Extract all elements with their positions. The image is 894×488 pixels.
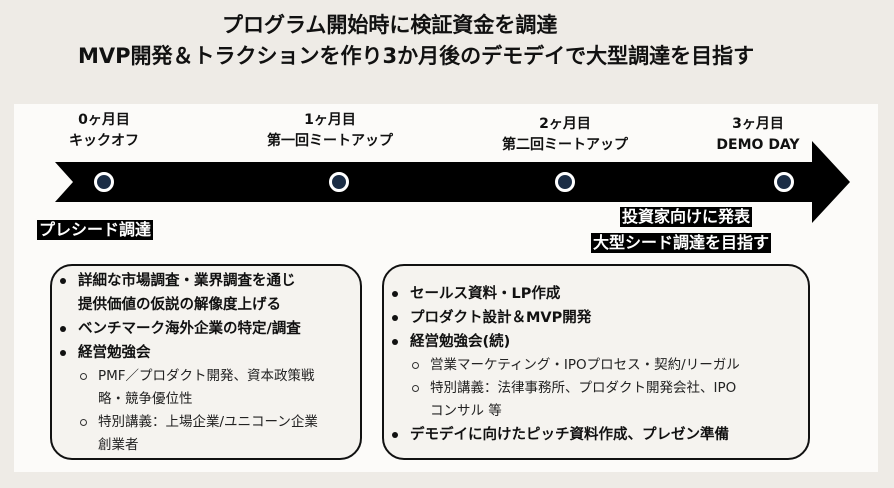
phase1-activities-box: 詳細な市場調査・業界調査を通じ 提供価値の仮説の解像度上げる ベンチマーク海外企… bbox=[50, 264, 362, 460]
milestone-label: DEMO DAY bbox=[716, 137, 800, 153]
milestone-0: 0ヶ月目 キックオフ bbox=[69, 110, 139, 152]
title-line-1: プログラム開始時に検証資金を調達 bbox=[222, 13, 558, 37]
list-item: ベンチマーク海外企業の特定/調査 bbox=[52, 317, 352, 341]
sub-list-item-continuation: 創業者 bbox=[98, 437, 139, 453]
milestone-dot-1 bbox=[329, 172, 349, 192]
title-line-2: MVP開発＆トラクションを作り3か月後のデモデイで大型調達を目指す bbox=[78, 44, 755, 68]
sub-list-item: 特別講義：上場企業/ユニコーン企業 bbox=[52, 411, 352, 434]
sub-list-item-continuation: 略・競争優位性 bbox=[98, 391, 193, 407]
milestone-3: 3ヶ月目 DEMO DAY bbox=[716, 114, 799, 156]
milestone-dot-2 bbox=[555, 172, 575, 192]
sub-list-item: PMF／プロダクト開発、資本政策戦 bbox=[52, 365, 352, 388]
milestone-month: 0ヶ月目 bbox=[78, 112, 130, 128]
list-item-text: 提供価値の仮説の解像度上げる bbox=[78, 297, 281, 313]
preseed-label: プレシード調達 bbox=[37, 220, 154, 240]
milestone-dot-0 bbox=[94, 172, 114, 192]
list-item: 詳細な市場調査・業界調査を通じ bbox=[52, 269, 352, 293]
phase2-activities-box: セールス資料・LP作成 プロダクト設計＆MVP開発 経営勉強会(続) 営業マーケ… bbox=[382, 264, 810, 460]
list-item: プロダクト設計＆MVP開発 bbox=[384, 306, 800, 330]
list-item: 経営勉強会(続) bbox=[384, 330, 800, 354]
sub-list-item-continuation: コンサル 等 bbox=[430, 403, 502, 419]
milestone-month: 3ヶ月目 bbox=[732, 116, 784, 132]
milestone-label: 第二回ミートアップ bbox=[502, 137, 628, 153]
milestone-1: 1ヶ月目 第一回ミートアップ bbox=[267, 110, 393, 152]
list-item-continuation: 提供価値の仮説の解像度上げる bbox=[52, 293, 352, 317]
sub-list-item: 特別講義：法律事務所、プロダクト開発会社、IPO bbox=[384, 377, 800, 400]
milestone-month: 2ヶ月目 bbox=[539, 116, 591, 132]
milestone-label: キックオフ bbox=[69, 133, 139, 149]
milestone-label: 第一回ミートアップ bbox=[267, 133, 393, 149]
list-item: デモデイに向けたピッチ資料作成、プレゼン準備 bbox=[384, 423, 800, 447]
milestone-2: 2ヶ月目 第二回ミートアップ bbox=[502, 114, 628, 156]
list-item: 経営勉強会 bbox=[52, 341, 352, 365]
investor-pitch-label: 投資家向けに発表 bbox=[620, 207, 753, 227]
milestone-dot-3 bbox=[774, 172, 794, 192]
sub-list-item: 営業マーケティング・IPOプロセス・契約/リーガル bbox=[384, 354, 800, 377]
milestone-month: 1ヶ月目 bbox=[304, 112, 356, 128]
list-item: セールス資料・LP作成 bbox=[384, 282, 800, 306]
seed-goal-label: 大型シード調達を目指す bbox=[591, 233, 772, 253]
